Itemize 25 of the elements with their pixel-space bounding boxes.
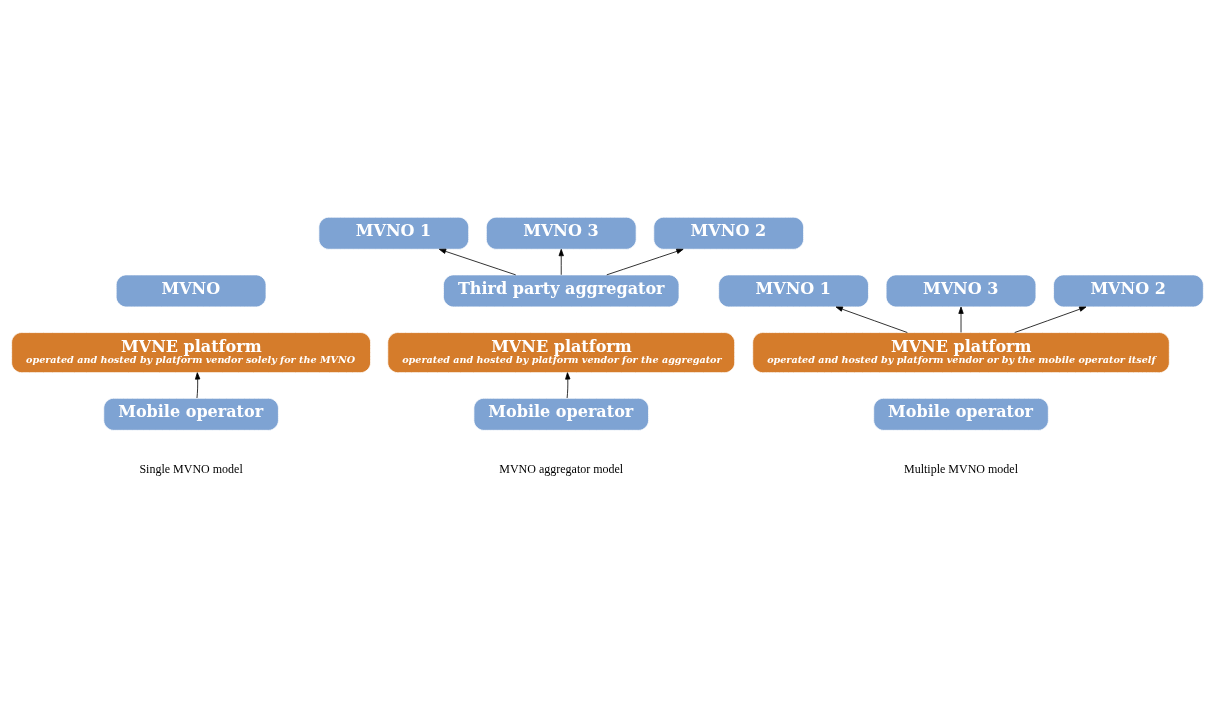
arrow xyxy=(1014,306,1087,333)
label: Multiple MVNO model xyxy=(904,461,1019,476)
node-box: MVNO 3 xyxy=(485,216,637,250)
node-box: MVNO 2 xyxy=(653,216,804,250)
label: MVNO aggregator model xyxy=(499,461,624,476)
node-box: MVNE platform operated and hosted by platform vendor solely for the MVNO xyxy=(11,331,371,373)
node-box: MVNO 1 xyxy=(718,274,869,307)
arrow xyxy=(958,306,964,333)
arrow xyxy=(835,306,908,333)
arrow xyxy=(565,371,571,398)
node-box: Mobile operator xyxy=(873,397,1049,431)
node-box: Mobile operator xyxy=(473,397,649,431)
arrow xyxy=(558,248,564,275)
label: Single MVNO model xyxy=(139,461,243,476)
arrow xyxy=(438,248,517,275)
arrow xyxy=(606,248,684,275)
node-box: MVNO 3 xyxy=(885,274,1037,307)
node-box: MVNO 2 xyxy=(1053,274,1204,307)
node-box: MVNO xyxy=(115,274,267,307)
arrow xyxy=(195,371,201,398)
node-box: Mobile operator xyxy=(103,397,279,431)
node-box: MVNO 1 xyxy=(318,216,470,250)
node-box: MVNE platform operated and hosted by platform vendor for the aggregator xyxy=(387,331,736,373)
node-box: MVNE platform operated and hosted by platform vendor or by the mobile operator itself xyxy=(752,331,1170,373)
node-box: Third party aggregator xyxy=(443,274,680,307)
